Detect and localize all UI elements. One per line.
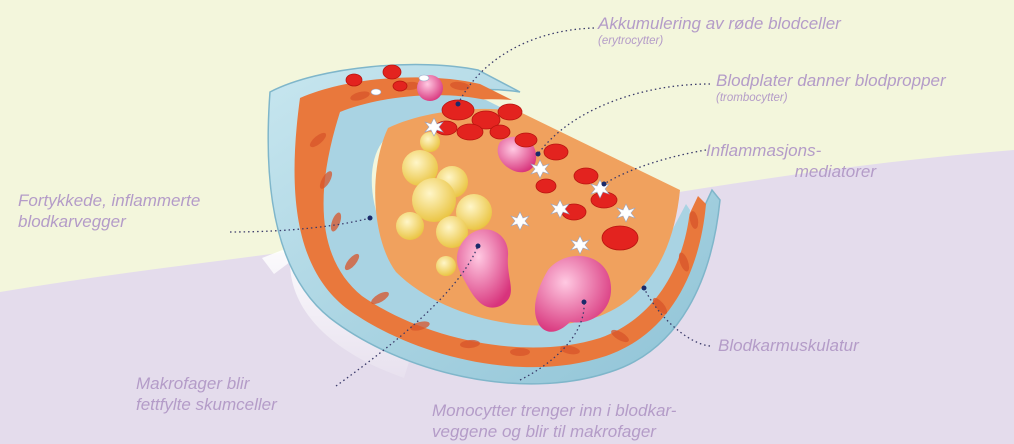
label-vessel-muscle: Blodkarmuskulatur xyxy=(718,335,859,356)
label-red-blood-cells-sub: (erytrocytter) xyxy=(598,34,841,48)
label-vessel-muscle-text: Blodkarmuskulatur xyxy=(718,336,859,355)
label-red-blood-cells: Akkumulering av røde blodceller (erytroc… xyxy=(598,13,841,48)
label-macrophages-line1: Makrofager blir xyxy=(136,373,277,394)
label-inflammation-mediators: Inflammasjons- mediatorer xyxy=(706,140,876,182)
label-monocytes: Monocytter trenger inn i blodkar- veggen… xyxy=(432,400,676,442)
label-thickened-walls: Fortykkede, inflammerte blodkarvegger xyxy=(18,190,200,232)
label-monocytes-line2: veggene og blir til makrofager xyxy=(432,421,676,442)
label-platelets-sub: (trombocytter) xyxy=(716,91,946,105)
label-platelets-title: Blodplater danner blodpropper xyxy=(716,71,946,90)
label-monocytes-line1: Monocytter trenger inn i blodkar- xyxy=(432,400,676,421)
label-macrophages-line2: fettfylte skumceller xyxy=(136,394,277,415)
label-macrophages: Makrofager blir fettfylte skumceller xyxy=(136,373,277,415)
label-inflammation-line1: Inflammasjons- xyxy=(706,140,876,161)
label-red-blood-cells-title: Akkumulering av røde blodceller xyxy=(598,14,841,33)
label-platelets: Blodplater danner blodpropper (trombocyt… xyxy=(716,70,946,105)
label-inflammation-line2: mediatorer xyxy=(706,161,876,182)
label-thickened-walls-line2: blodkarvegger xyxy=(18,211,200,232)
label-thickened-walls-line1: Fortykkede, inflammerte xyxy=(18,190,200,211)
